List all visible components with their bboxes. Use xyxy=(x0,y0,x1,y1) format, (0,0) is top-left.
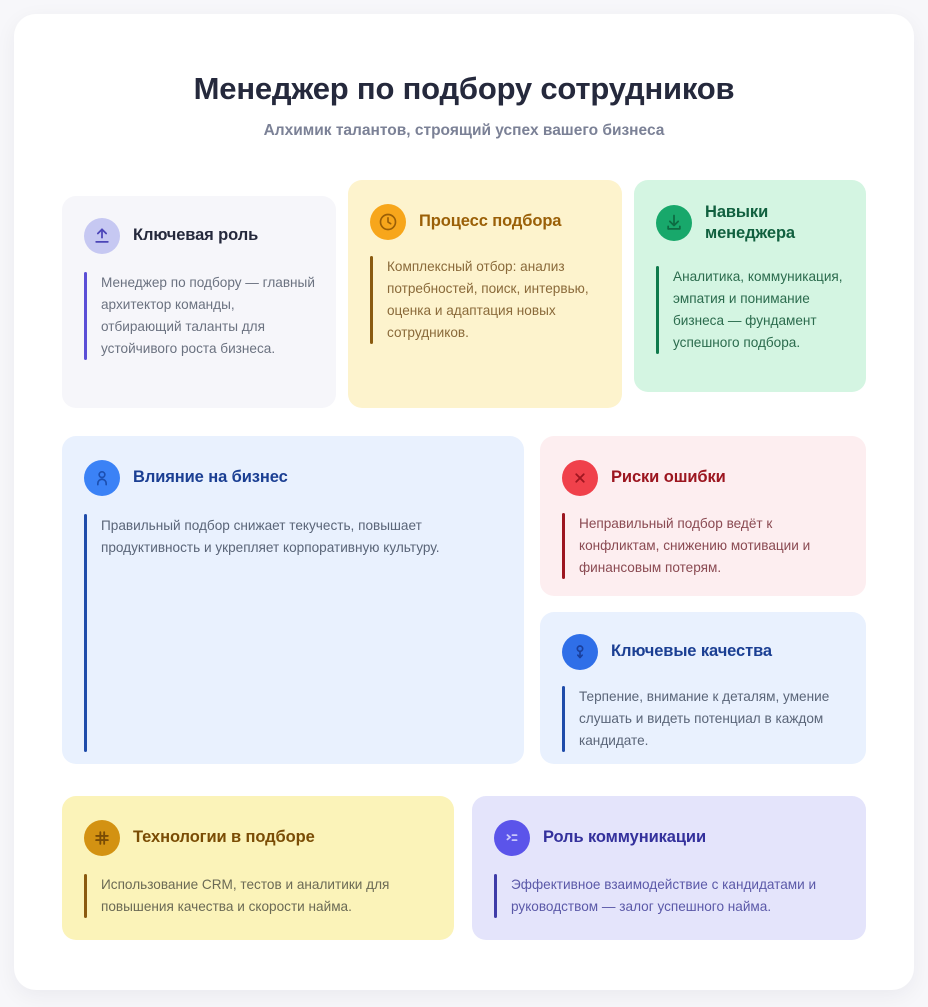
clock-icon xyxy=(370,204,406,240)
card-text: Эффективное взаимодействие с кандидатами… xyxy=(511,877,817,915)
card-text: Неправильный подбор ведёт к конфликтам, … xyxy=(579,516,811,576)
accent-bar xyxy=(84,874,87,919)
page-header: Менеджер по подбору сотрудников Алхимик … xyxy=(14,14,914,141)
card-header: Ключевые качества xyxy=(540,612,866,670)
card-risks[interactable]: Риски ошибки Неправильный подбор ведёт к… xyxy=(540,436,866,596)
pin-down-icon xyxy=(562,634,598,670)
hash-icon xyxy=(84,820,120,856)
card-body: Терпение, внимание к деталям, умение слу… xyxy=(562,686,848,753)
card-body: Комплексный отбор: анализ потребностей, … xyxy=(370,256,604,345)
card-header: Навыки менеджера xyxy=(634,180,866,244)
card-title: Ключевая роль xyxy=(133,226,259,245)
accent-bar xyxy=(656,266,659,355)
download-icon xyxy=(656,205,692,242)
page-title: Менеджер по подбору сотрудников xyxy=(193,71,735,106)
card-impact[interactable]: Влияние на бизнес Правильный подбор сниж… xyxy=(62,436,524,764)
card-text: Терпение, внимание к деталям, умение слу… xyxy=(579,689,830,749)
card-body: Менеджер по подбору — главный архитектор… xyxy=(84,272,318,361)
card-title: Риски ошибки xyxy=(611,468,726,487)
card-title: Влияние на бизнес xyxy=(133,468,288,487)
card-process[interactable]: Процесс подбора Комплексный отбор: анали… xyxy=(348,180,622,408)
upload-icon xyxy=(84,218,120,254)
card-header: Риски ошибки xyxy=(540,436,866,496)
card-header: Ключевая роль xyxy=(62,196,336,254)
card-body: Аналитика, коммуникация, эмпатия и поним… xyxy=(656,266,850,355)
card-header: Процесс подбора xyxy=(348,180,622,240)
card-header: Роль коммуникации xyxy=(472,796,866,856)
card-body: Неправильный подбор ведёт к конфликтам, … xyxy=(562,513,848,580)
card-tech[interactable]: Технологии в подборе Использование CRM, … xyxy=(62,796,454,940)
page-container: Менеджер по подбору сотрудников Алхимик … xyxy=(14,14,914,990)
card-body: Эффективное взаимодействие с кандидатами… xyxy=(494,874,848,919)
user-icon xyxy=(84,460,120,496)
accent-bar xyxy=(494,874,497,919)
card-title: Процесс подбора xyxy=(419,212,562,231)
card-text: Комплексный отбор: анализ потребностей, … xyxy=(387,259,589,341)
close-circle-icon xyxy=(562,460,598,496)
card-title: Технологии в подборе xyxy=(133,828,315,847)
cards-grid: Ключевая роль Менеджер по подбору — глав… xyxy=(62,180,866,940)
card-skills[interactable]: Навыки менеджера Аналитика, коммуникация… xyxy=(634,180,866,392)
card-title: Ключевые качества xyxy=(611,642,772,661)
card-text: Правильный подбор снижает текучесть, пов… xyxy=(101,518,440,556)
card-qualities[interactable]: Ключевые качества Терпение, внимание к д… xyxy=(540,612,866,764)
card-header: Влияние на бизнес xyxy=(62,436,524,496)
page-subtitle: Алхимик талантов, строящий успех вашего … xyxy=(263,122,665,140)
accent-bar xyxy=(562,686,565,753)
accent-bar xyxy=(370,256,373,345)
accent-bar xyxy=(84,272,87,361)
card-header: Технологии в подборе xyxy=(62,796,454,856)
terminal-icon xyxy=(494,820,530,856)
card-title: Навыки менеджера xyxy=(705,203,796,243)
card-title: Роль коммуникации xyxy=(543,828,707,847)
card-body: Использование CRM, тестов и аналитики дл… xyxy=(84,874,436,919)
card-key-role[interactable]: Ключевая роль Менеджер по подбору — глав… xyxy=(62,196,336,408)
card-communication[interactable]: Роль коммуникации Эффективное взаимодейс… xyxy=(472,796,866,940)
accent-bar xyxy=(562,513,565,580)
card-text: Использование CRM, тестов и аналитики дл… xyxy=(101,877,390,915)
card-body: Правильный подбор снижает текучесть, пов… xyxy=(84,514,504,752)
card-text: Аналитика, коммуникация, эмпатия и поним… xyxy=(673,269,843,351)
card-text: Менеджер по подбору — главный архитектор… xyxy=(101,275,315,357)
accent-bar xyxy=(84,514,87,752)
